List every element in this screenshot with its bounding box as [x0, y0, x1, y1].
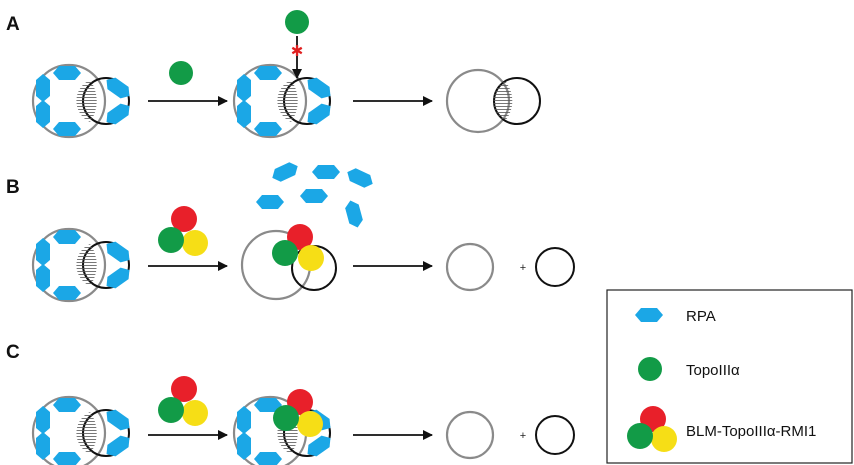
blm-circle	[171, 376, 197, 402]
blm-complex	[158, 206, 208, 256]
hemicatenane-junction	[76, 80, 97, 122]
rpa-hexagon	[300, 189, 328, 203]
catenane-rpa-b1	[31, 227, 134, 303]
block-mark: ✱	[291, 42, 304, 60]
dna-ring-black	[535, 415, 575, 455]
rpa-hexagon	[237, 432, 251, 460]
rpa-hexagon	[53, 398, 81, 412]
decatenated-products: +	[445, 410, 575, 460]
panel-c: C	[6, 342, 575, 465]
hemicatenane-junction	[76, 412, 97, 454]
dna-ring-grey	[445, 242, 495, 292]
topo3a-circle	[158, 397, 184, 423]
dna-ring-grey	[232, 63, 308, 139]
hemicatenane-junction	[76, 244, 97, 286]
rpa-hexagon	[312, 165, 340, 179]
legend-label-blm-complex: BLM-TopoIIIα-RMI1	[686, 423, 816, 440]
catenane-rpa-bound	[232, 389, 335, 465]
rpa-hexagon	[237, 406, 251, 434]
dna-ring-grey	[31, 63, 107, 139]
legend-label-topo3a: TopoIIIα	[686, 362, 740, 379]
rmi1-circle	[182, 230, 208, 256]
legend: RPA TopoIIIα BLM-TopoIIIα-RMI1	[606, 289, 853, 464]
panel-letter-c: C	[6, 342, 20, 363]
dna-ring-black	[535, 247, 575, 287]
rpa-hexagon	[53, 230, 81, 244]
rpa-hexagon	[53, 286, 81, 300]
topo3a-circle	[285, 10, 309, 34]
rpa-hexagon	[635, 308, 663, 322]
blm-complex	[158, 376, 208, 426]
catenane-bound	[240, 224, 337, 301]
blm-circle	[171, 206, 197, 232]
rpa-hexagon	[254, 122, 282, 136]
topo3a-circle	[627, 423, 653, 449]
rpa-hexagon	[237, 100, 251, 128]
rpa-hexagon	[256, 195, 284, 209]
decatenated-products: +	[445, 242, 575, 292]
panel-a: A ✱	[6, 10, 541, 139]
plus-sign: +	[520, 262, 526, 274]
topo3a-circle	[638, 357, 662, 381]
rpa-hexagon	[36, 100, 50, 128]
topo3a-circle	[158, 227, 184, 253]
rpa-hexagon	[254, 66, 282, 80]
catenane-rpa-c1	[31, 395, 134, 465]
panel-b: B	[6, 159, 575, 303]
hemicatenane-junction	[277, 80, 298, 122]
hemicatenane-junction	[493, 81, 513, 121]
released-rpa	[256, 159, 376, 230]
rpa-hexagon	[36, 432, 50, 460]
rmi1-circle	[298, 245, 324, 271]
catenane-rpa-a2	[232, 63, 335, 139]
rmi1-circle	[297, 411, 323, 437]
topo3a-circle	[273, 405, 299, 431]
catenane-rpa-a1	[31, 63, 134, 139]
topo3a-circle	[169, 61, 193, 85]
panel-letter-b: B	[6, 177, 20, 198]
topo3a-circle	[272, 240, 298, 266]
dna-ring-grey	[31, 395, 107, 465]
rpa-hexagon	[53, 452, 81, 465]
legend-label-rpa: RPA	[686, 308, 716, 325]
rpa-hexagon	[237, 74, 251, 102]
rpa-hexagon	[344, 165, 376, 191]
plus-sign: +	[520, 430, 526, 442]
rmi1-circle	[651, 426, 677, 452]
rpa-hexagon	[36, 74, 50, 102]
dna-ring-grey	[445, 410, 495, 460]
dna-ring-grey	[31, 227, 107, 303]
rmi1-circle	[182, 400, 208, 426]
rpa-hexagon	[36, 238, 50, 266]
rpa-hexagon	[269, 159, 301, 185]
panel-letter-a: A	[6, 14, 20, 35]
rpa-hexagon	[254, 452, 282, 465]
hemicatenane-product	[445, 68, 541, 134]
rpa-hexagon	[343, 198, 365, 230]
rpa-hexagon	[36, 264, 50, 292]
rpa-hexagon	[53, 122, 81, 136]
rpa-hexagon	[36, 406, 50, 434]
